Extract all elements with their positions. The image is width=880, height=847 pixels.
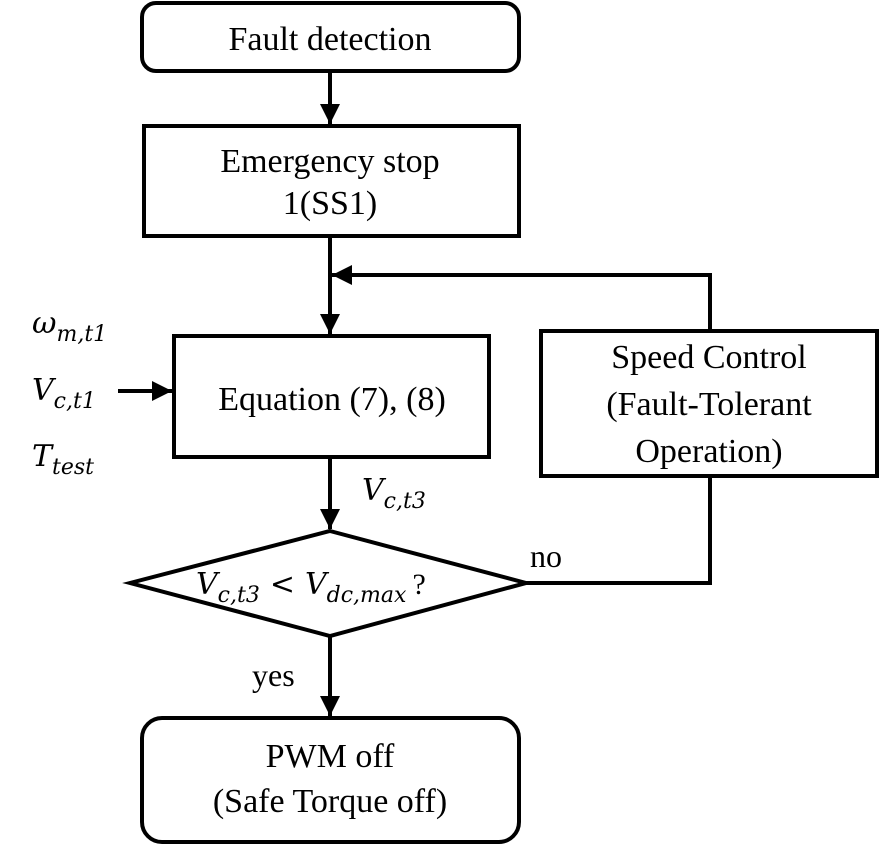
input-vc-t1-subscript: c,t1 <box>54 389 96 414</box>
input-t-test-subscript: test <box>52 455 94 480</box>
input-t-test: Ttest <box>32 439 94 480</box>
emergency-stop-label-line2: 1(SS1) <box>283 185 377 222</box>
svg-text:Vc,t1: Vc,t1 <box>32 373 96 414</box>
edge-label-no: no <box>530 538 562 574</box>
fault-detection-label: Fault detection <box>228 21 431 58</box>
emergency-stop-label-line1: Emergency stop <box>220 143 439 180</box>
svg-text:ωm,t1: ωm,t1 <box>32 306 107 347</box>
input-vc-t1: Vc,t1 <box>32 373 96 414</box>
node-speed-control: Speed Control (Fault-Tolerant Operation) <box>539 329 879 478</box>
input-vc-t1-symbol: V <box>32 373 57 408</box>
node-fault-detection: Fault detection <box>140 1 521 73</box>
pwm-off-shape <box>140 716 521 844</box>
speed-control-label-line3: Operation) <box>635 433 782 470</box>
svg-text:Ttest: Ttest <box>32 439 94 480</box>
edge-label-yes: yes <box>252 657 295 693</box>
pwm-off-label-line1: PWM off <box>266 738 395 775</box>
node-emergency-stop: Emergency stop 1(SS1) <box>142 124 521 238</box>
input-omega-symbol: ω <box>32 306 56 341</box>
node-equation: Equation (7), (8) <box>172 334 491 459</box>
input-omega-subscript: m,t1 <box>56 322 107 347</box>
emergency-stop-shape <box>142 124 521 238</box>
arrow-feedback-to-merge <box>332 265 712 330</box>
speed-control-label-line2: (Fault-Tolerant <box>606 386 812 423</box>
pwm-off-label-line2: (Safe Torque off) <box>213 783 447 820</box>
node-pwm-off: PWM off (Safe Torque off) <box>140 716 521 844</box>
input-t-test-symbol: T <box>32 439 54 474</box>
equation-label: Equation (7), (8) <box>218 381 446 418</box>
decision-condition: Vc,t3<Vdc,max? <box>196 567 426 608</box>
edge-label-vc-t3: Vc,t3 <box>362 473 426 514</box>
speed-control-label-line1: Speed Control <box>611 339 806 376</box>
node-decision: Vc,t3<Vdc,max? <box>122 528 534 639</box>
arrow-decision-no-to-speed-control <box>526 476 712 585</box>
input-omega: ωm,t1 <box>32 306 107 347</box>
